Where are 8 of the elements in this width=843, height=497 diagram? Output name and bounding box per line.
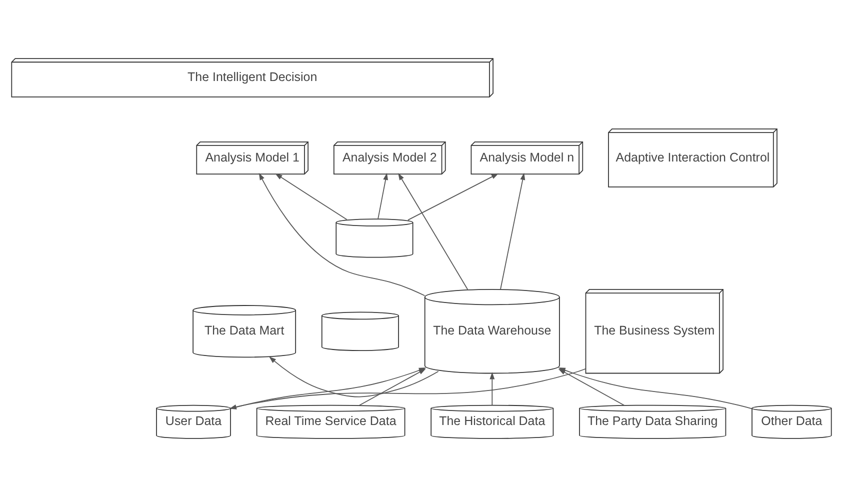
arrow (500, 172, 526, 290)
arrow (258, 172, 426, 296)
arrow (398, 172, 468, 290)
arrow (268, 356, 439, 398)
arrow (490, 372, 495, 406)
arrow (378, 172, 388, 220)
arrow (407, 173, 499, 221)
arrow (275, 173, 348, 220)
